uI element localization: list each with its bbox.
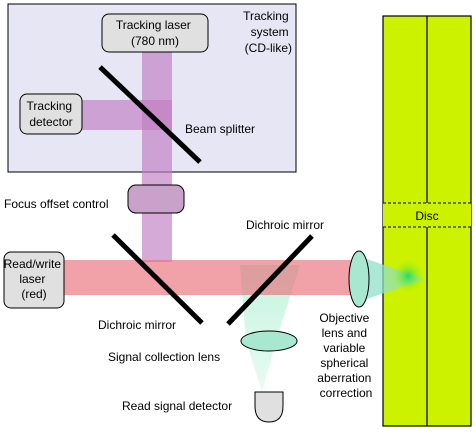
- tracking-beam-vertical: [142, 50, 172, 262]
- tracking-beam-to-detector: [80, 100, 172, 130]
- dichroic-mirror-lower-label: Dichroic mirror: [98, 318, 176, 332]
- read-signal-detector-label: Read signal detector: [122, 399, 232, 413]
- read-signal-detector[interactable]: [254, 391, 284, 423]
- dichroic-mirror-upper[interactable]: [226, 234, 314, 326]
- disc-label-box: [399, 206, 455, 224]
- focus-offset-control[interactable]: [127, 184, 185, 214]
- beam-splitter[interactable]: [98, 65, 202, 164]
- tracking-detector-label: Tracking detector: [27, 99, 76, 129]
- focused-beam: [355, 255, 425, 303]
- dichroic-mirror-lower[interactable]: [111, 233, 204, 325]
- tracking-laser-label: Tracking laser (780 nm): [116, 18, 194, 48]
- disc-label: Disc: [415, 209, 438, 223]
- objective-lens-label: Objective lens and variable spherical ab…: [317, 311, 374, 400]
- readwrite-beam: [40, 260, 355, 295]
- focus-offset-control-label: Focus offset control: [4, 197, 109, 211]
- tracking-detector-box[interactable]: [19, 93, 83, 135]
- signal-collection-lens[interactable]: [240, 330, 298, 352]
- objective-lens[interactable]: [348, 250, 370, 308]
- tracking-laser-box[interactable]: [101, 13, 209, 53]
- readwrite-laser-label: Read/write laser (red): [4, 257, 65, 301]
- tracking-system-label: Tracking system (CD-like): [243, 9, 292, 55]
- focus-spot: [390, 258, 426, 294]
- dichroic-mirror-upper-label: Dichroic mirror: [246, 218, 324, 232]
- signal-collection-lens-label: Signal collection lens: [108, 350, 220, 364]
- readwrite-laser-box[interactable]: [3, 251, 65, 309]
- beam-splitter-label: Beam splitter: [185, 122, 255, 136]
